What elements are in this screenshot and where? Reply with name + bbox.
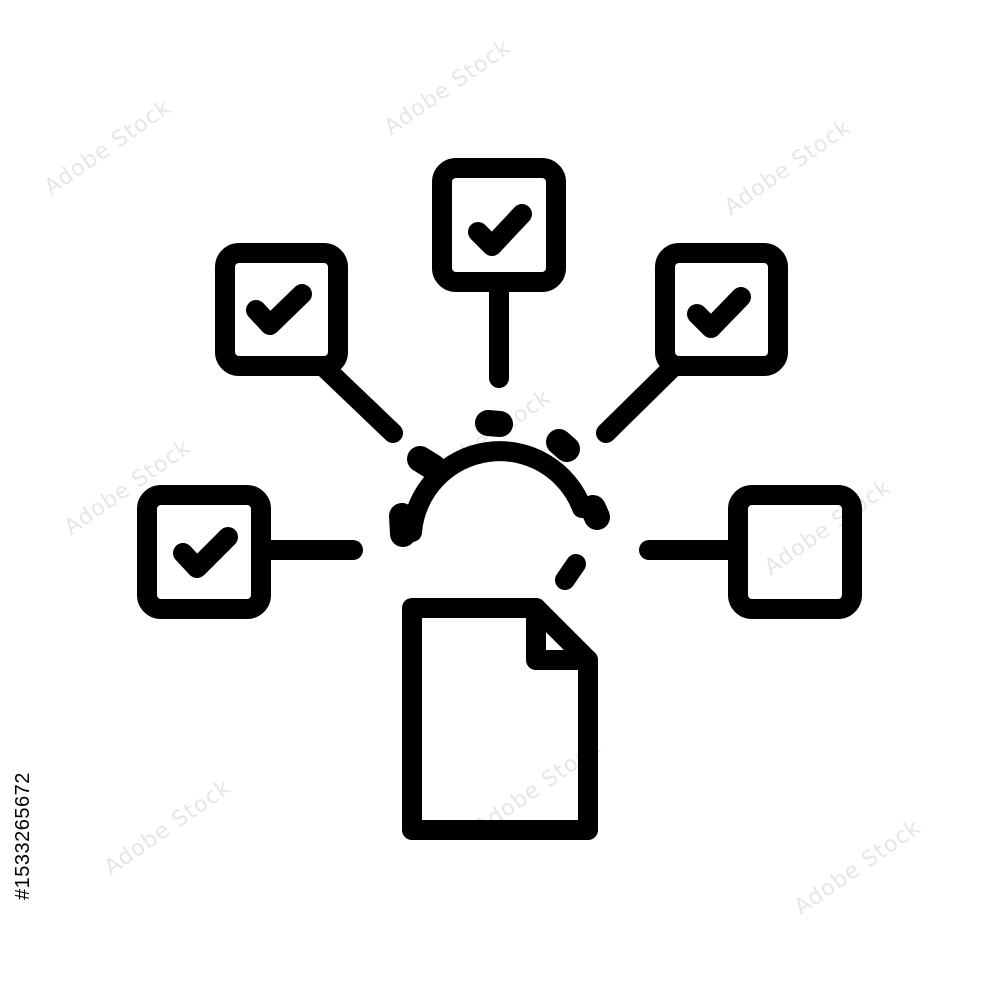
document-outline [402, 598, 598, 840]
gear-tooth [546, 429, 580, 462]
check-mark-icon [468, 204, 532, 256]
checkbox-left [137, 485, 363, 619]
gear-tooth [475, 410, 513, 437]
gear-arc [402, 441, 592, 542]
checkbox-upper-left [215, 243, 403, 443]
box-frame-upper-left [215, 243, 348, 376]
gear-tooth [389, 503, 416, 547]
stock-id-label: #1533265672 [12, 772, 34, 900]
connector-upper-left [315, 358, 403, 443]
checkbox-right [639, 485, 862, 619]
checkbox-top [432, 158, 566, 388]
connector-upper-right [596, 358, 682, 443]
check-mark-icon [246, 284, 312, 335]
gear-dash [555, 554, 586, 590]
box-frame-upper-right [655, 243, 788, 376]
check-mark-icon [173, 527, 238, 578]
box-frame-right [728, 485, 862, 619]
gear-tooth [580, 495, 610, 530]
check-mark-icon [687, 287, 751, 338]
gear-tooth [407, 446, 446, 480]
document-fold [526, 598, 598, 670]
document-icon [402, 598, 598, 840]
gear-icon [389, 410, 610, 590]
checkbox-upper-right [596, 243, 788, 443]
